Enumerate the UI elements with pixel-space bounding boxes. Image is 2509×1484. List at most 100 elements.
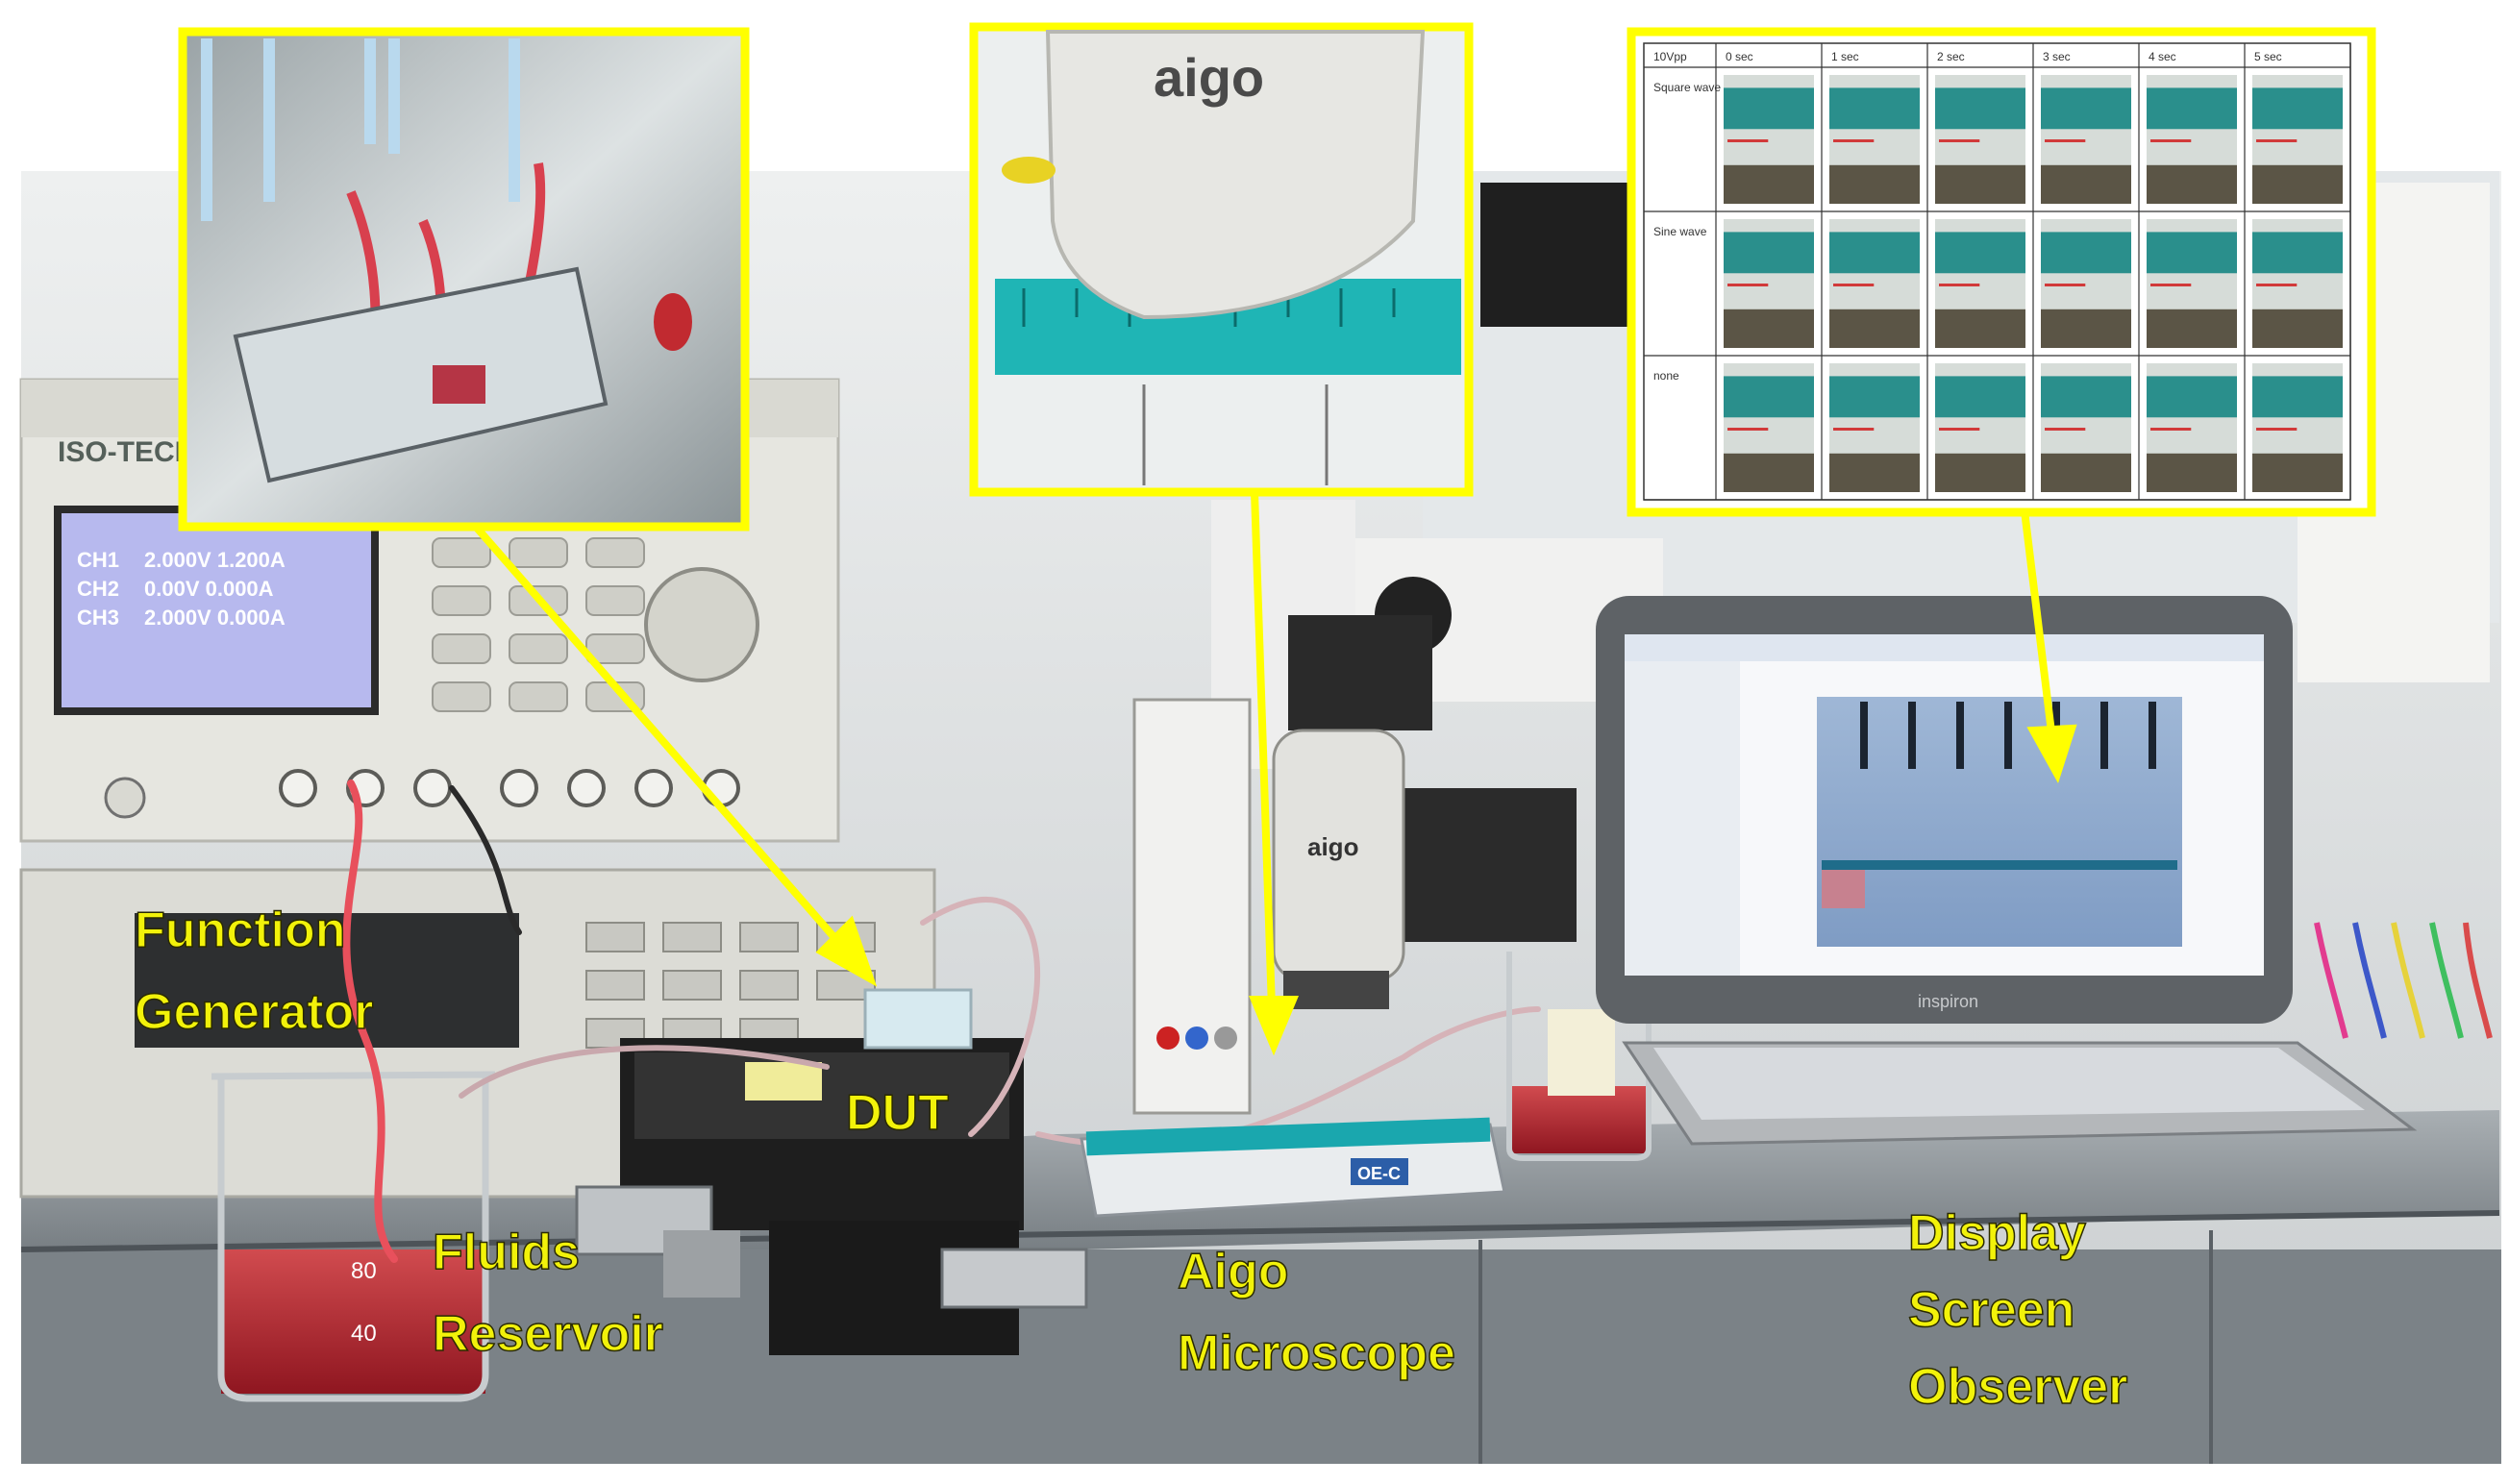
table-cell-marker xyxy=(1833,428,1875,431)
table-cell-marker xyxy=(1939,284,1980,286)
table-row-labels: Square wave Sine wave none xyxy=(1653,81,1721,383)
table-cell-marker xyxy=(1939,139,1980,142)
aigo-brand-label: aigo xyxy=(1307,832,1358,861)
colored-tubes xyxy=(2314,922,2493,1039)
table-cell-channel xyxy=(1724,376,1814,418)
col-header-4: 4 sec xyxy=(2149,50,2176,63)
label-screen: Screen xyxy=(1908,1282,2074,1338)
table-cell-channel xyxy=(2147,87,2237,130)
table-cell-base xyxy=(2041,453,2131,492)
table-cell-channel xyxy=(1935,376,2025,418)
table-cell-base xyxy=(2147,453,2237,492)
label-display: Display xyxy=(1908,1205,2086,1261)
table-cell-base xyxy=(2147,164,2237,204)
arrow-aigo xyxy=(1251,491,1276,1010)
table-cell-channel xyxy=(1829,232,1920,274)
table-cell-marker xyxy=(2045,284,2086,286)
table-corner: 10Vpp xyxy=(1653,50,1687,63)
beaker-mark-80: 80 xyxy=(351,1258,377,1284)
col-header-1: 1 sec xyxy=(1831,50,1859,63)
table-cell-channel xyxy=(2041,87,2131,130)
table-cell-marker xyxy=(1833,284,1875,286)
col-header-5: 5 sec xyxy=(2254,50,2282,63)
table-cell-channel xyxy=(2252,87,2343,130)
table-cell-channel xyxy=(1829,376,1920,418)
aigo-microscope-device: aigo OE-C xyxy=(1080,698,1506,1218)
arrow-display-head xyxy=(2026,724,2077,784)
stage-badge: OE-C xyxy=(1357,1164,1401,1183)
psu-power-button xyxy=(104,777,146,819)
table-cell-base xyxy=(1829,309,1920,348)
table-cell-marker xyxy=(1833,139,1875,142)
psu-ch3: CH3 xyxy=(77,606,119,630)
psu-ch1-values: 2.000V 1.200A xyxy=(144,548,286,572)
psu-ch3-values: 2.000V 0.000A xyxy=(144,606,286,630)
laptop-brand: inspiron xyxy=(1918,992,1978,1011)
laptop: inspiron xyxy=(1596,596,2418,1146)
table-cell-base xyxy=(1935,453,2025,492)
psu-ch1: CH1 xyxy=(77,548,119,572)
inset-result-table: 10Vpp 0 sec 1 sec 2 sec 3 sec 4 sec 5 se… xyxy=(1627,27,2376,517)
bench-edge xyxy=(20,1210,2500,1252)
table-grid xyxy=(1643,42,2351,501)
label-reservoir: Reservoir xyxy=(433,1306,663,1362)
table-cell-base xyxy=(2252,309,2343,348)
psu-ch2-values: 0.00V 0.000A xyxy=(144,577,274,601)
inset-aigo-lens: aigo xyxy=(969,22,1474,497)
table-cell-channel xyxy=(2041,376,2131,418)
table-cell-base xyxy=(2041,164,2131,204)
label-microscope: Microscope xyxy=(1178,1325,1455,1381)
table-cell-base xyxy=(1935,164,2025,204)
table-headers: 0 sec 1 sec 2 sec 3 sec 4 sec 5 sec xyxy=(1726,50,2282,63)
table-cell-channel xyxy=(1935,232,2025,274)
fluids-beaker: 80 40 xyxy=(211,1071,496,1402)
table-cell-marker xyxy=(2256,428,2298,431)
table-cell-base xyxy=(1935,309,2025,348)
col-header-0: 0 sec xyxy=(1726,50,1753,63)
table-cell-base xyxy=(1829,453,1920,492)
table-cell-channel xyxy=(2147,232,2237,274)
table-cell-base xyxy=(2252,164,2343,204)
table-cell-marker xyxy=(1939,428,1980,431)
table-cell-channel xyxy=(1829,87,1920,130)
dut-stage xyxy=(575,988,1088,1355)
output-beaker xyxy=(1506,952,1652,1161)
arrow-dut xyxy=(472,524,855,959)
inset-chip-closeup xyxy=(178,27,750,532)
table-cell-base xyxy=(1724,453,1814,492)
row-label-1: Sine wave xyxy=(1653,225,1707,238)
table-cell-channel xyxy=(1724,87,1814,130)
table-cell-marker xyxy=(2150,284,2192,286)
row-label-2: none xyxy=(1653,369,1679,383)
table-cell-base xyxy=(2041,309,2131,348)
table-cell-channel xyxy=(2252,376,2343,418)
arrow-dut-head xyxy=(815,915,878,987)
table-cell-marker xyxy=(1727,284,1769,286)
table-cell-marker xyxy=(2045,139,2086,142)
arrow-aigo-head xyxy=(1249,996,1299,1056)
table-cell-channel xyxy=(2041,232,2131,274)
annotation-labels: Function Generator DUT Fluids Reservoir … xyxy=(134,902,2128,1416)
psu-brand: ISO-TECH xyxy=(58,436,195,468)
table-cell-marker xyxy=(1727,428,1769,431)
table-cell-marker xyxy=(2150,428,2192,431)
table-cell-base xyxy=(1829,164,1920,204)
table-cell-marker xyxy=(2256,284,2298,286)
col-header-2: 2 sec xyxy=(1937,50,1965,63)
table-cell-base xyxy=(1724,164,1814,204)
table-cell-channel xyxy=(1724,232,1814,274)
table-cell-base xyxy=(1724,309,1814,348)
label-fluids: Fluids xyxy=(433,1224,580,1280)
table-cell-marker xyxy=(1727,139,1769,142)
inset-aigo-brand: aigo xyxy=(1154,47,1264,108)
table-cell-marker xyxy=(2256,139,2298,142)
table-cell-marker xyxy=(2045,428,2086,431)
table-cell-channel xyxy=(1935,87,2025,130)
table-cell-marker xyxy=(2150,139,2192,142)
label-function: Function xyxy=(135,903,346,958)
label-dut: DUT xyxy=(846,1085,949,1141)
label-aigo: Aigo xyxy=(1178,1244,1289,1299)
beaker-mark-40: 40 xyxy=(351,1321,377,1347)
